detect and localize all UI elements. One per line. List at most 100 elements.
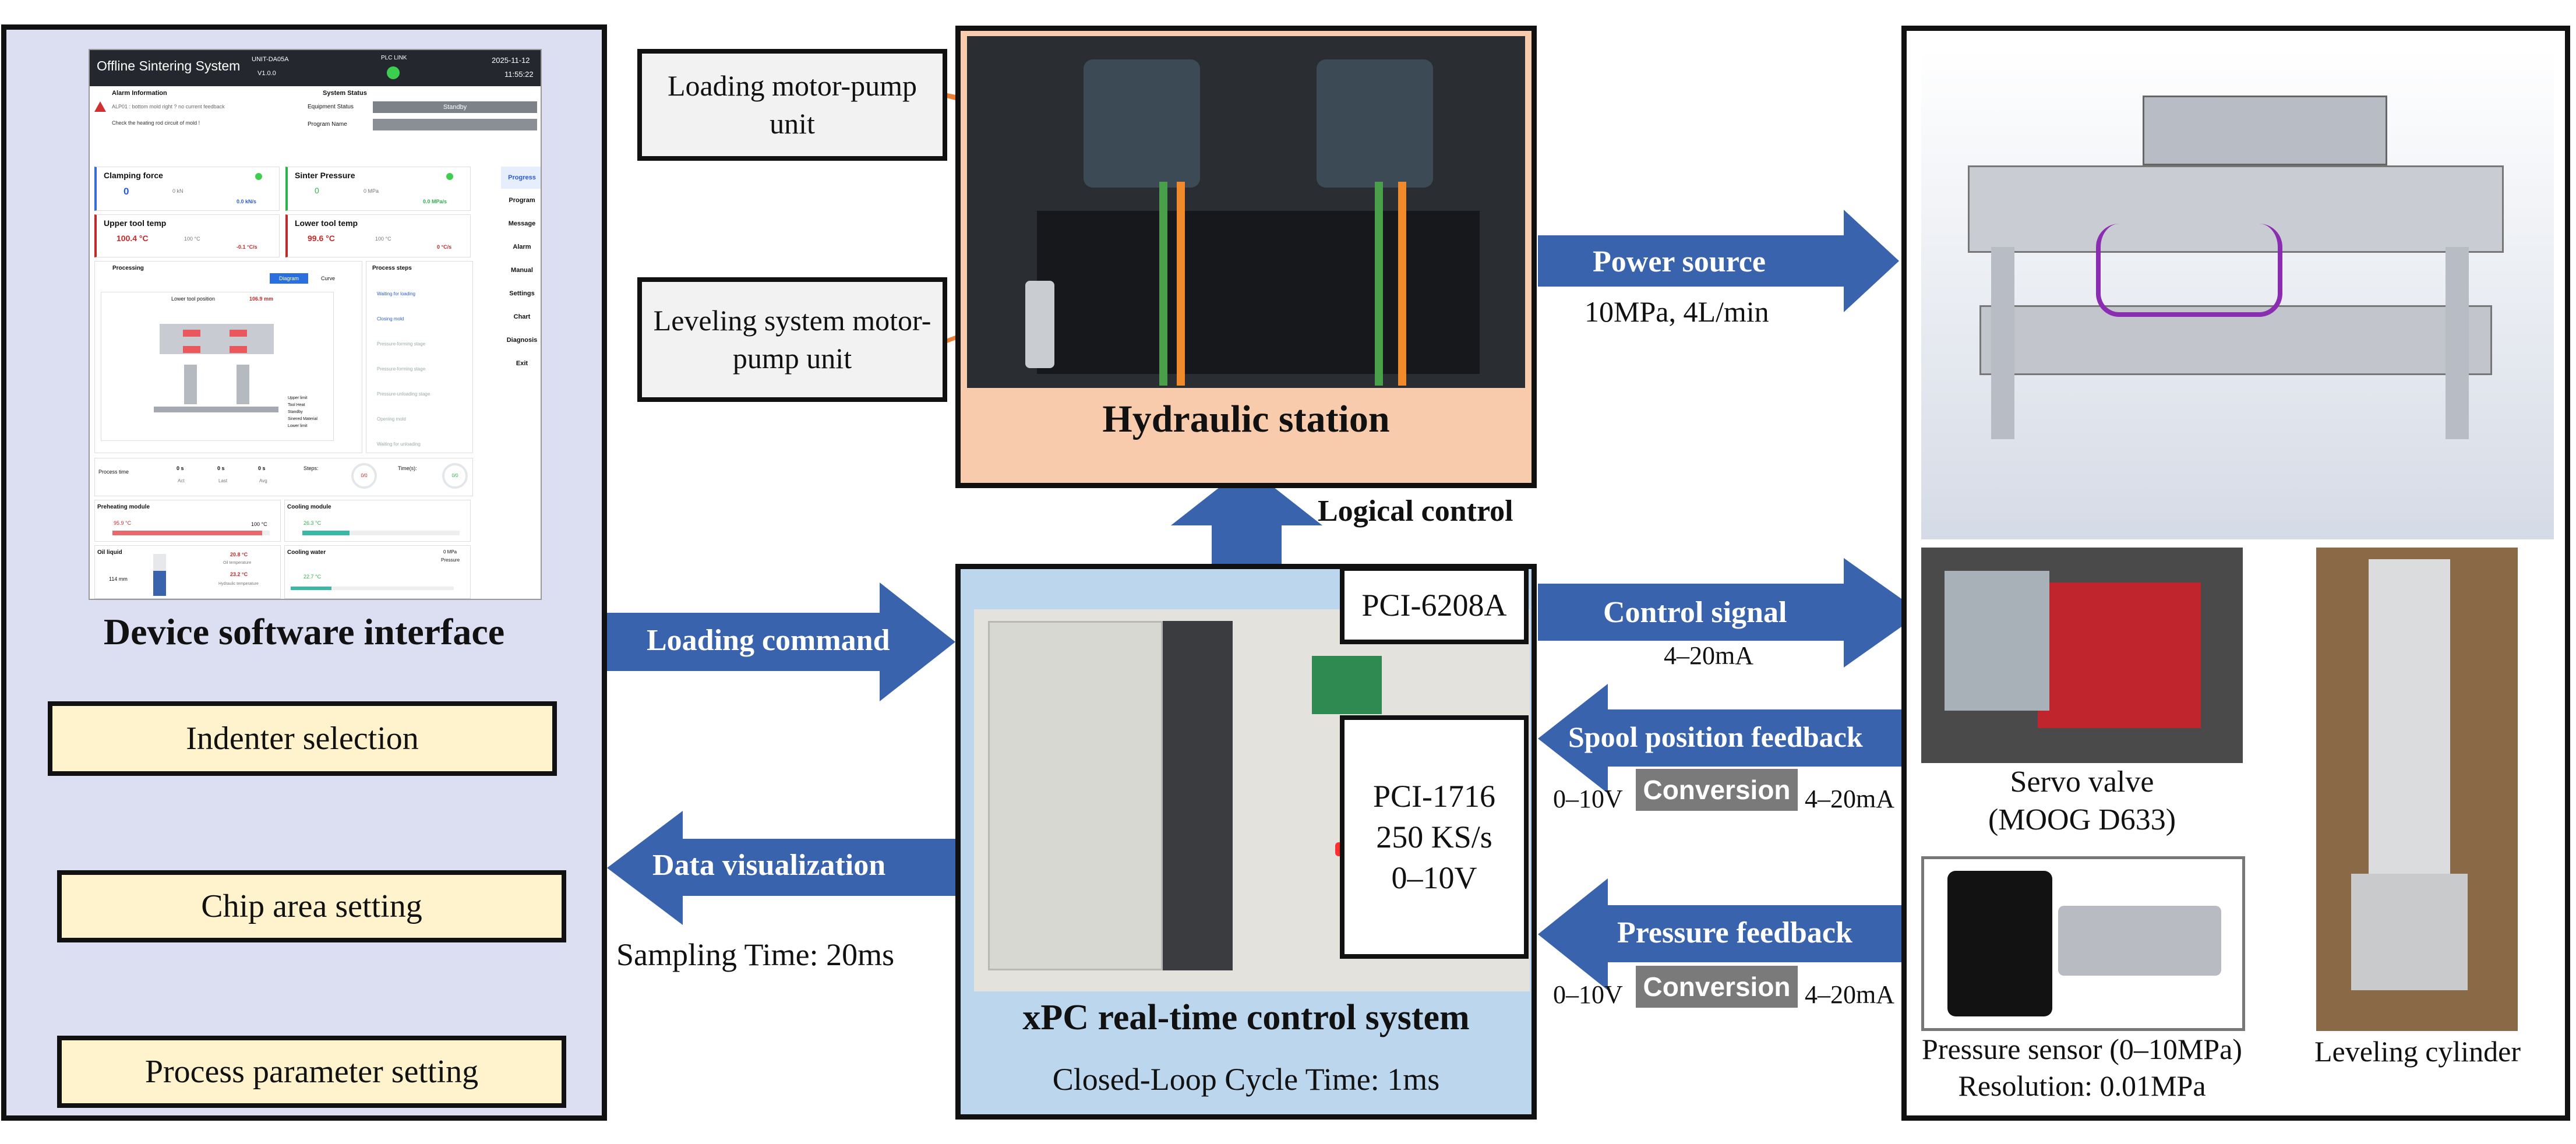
spool-feedback-arrow bbox=[1538, 684, 1905, 793]
program-name-field[interactable] bbox=[373, 119, 537, 130]
spool-feedback-label: Spool position feedback bbox=[1568, 721, 1863, 753]
cooling-module-card: Cooling module 26.3 °C bbox=[284, 500, 471, 542]
oil-temp-value: 20.8 °C bbox=[230, 552, 248, 557]
lower-tool-value: 99.6 °C bbox=[308, 234, 335, 243]
process-time-act-sub: Act bbox=[178, 478, 185, 483]
alarm-icon bbox=[94, 101, 106, 112]
process-step: Pressure-forming stage bbox=[377, 366, 426, 372]
pressure-sensor-photo bbox=[1921, 856, 2245, 1031]
ui-nav: Progress Program Message Alarm Manual Se… bbox=[501, 167, 541, 417]
cad-frame-bottom bbox=[1979, 305, 2492, 375]
times-gauge: 0/0 bbox=[442, 463, 468, 489]
diagram-legend: Upper limit Tool Heat Standby Sinered Ma… bbox=[288, 395, 317, 430]
software-ui-screenshot: Offline Sintering System UNIT-DA05A V1.0… bbox=[89, 49, 542, 600]
sinter-status-icon bbox=[446, 173, 453, 180]
nav-item-exit[interactable]: Exit bbox=[516, 360, 528, 367]
press-column-left bbox=[184, 365, 197, 404]
servo-valve-photo bbox=[1921, 548, 2243, 763]
flow-step-chip-area: Chip area setting bbox=[57, 870, 566, 942]
sinter-pressure-unit: 0 MPa bbox=[364, 188, 379, 194]
control-spec-label: 4–20mA bbox=[1664, 641, 1753, 670]
oil-tank-fill bbox=[153, 570, 166, 596]
pressure-feedback-arrow bbox=[1538, 878, 1922, 990]
closed-loop-cycle-time: Closed-Loop Cycle Time: 1ms bbox=[1052, 1062, 1440, 1097]
process-step: Pressure-unloading stage bbox=[377, 391, 430, 397]
nav-item-settings[interactable]: Settings bbox=[509, 290, 535, 297]
equipment-status-label: Equipment Status bbox=[308, 104, 354, 110]
upper-tool-card: Upper tool temp 100.4 °C 100 °C -0.1 °C/… bbox=[94, 214, 280, 257]
press-cad-model bbox=[1921, 49, 2554, 539]
pressure-sensor-label: Pressure sensor (0–10MPa) Resolution: 0.… bbox=[1901, 1031, 2263, 1104]
pressure-range-left: 0–10V bbox=[1553, 980, 1623, 1009]
cooling-module-bar-track bbox=[302, 531, 460, 535]
pressure-range-right: 4–20mA bbox=[1805, 980, 1894, 1009]
servo-valve-label: Servo valve (MOOG D633) bbox=[1921, 763, 2243, 839]
cad-hoses bbox=[2096, 224, 2282, 317]
spool-conversion-box: Conversion bbox=[1636, 769, 1798, 811]
process-time-avg: 0 s bbox=[258, 465, 266, 471]
cylinder-rod bbox=[2369, 559, 2450, 885]
clamping-status-icon bbox=[255, 173, 262, 180]
pump-motor-right bbox=[1317, 59, 1433, 188]
ui-plc-label: PLC LINK bbox=[381, 55, 407, 61]
upper-tool-rate: -0.1 °C/s bbox=[237, 244, 257, 250]
power-source-arrow bbox=[1538, 210, 1899, 312]
process-step: Closing mold bbox=[377, 316, 404, 322]
oil-tank-gauge bbox=[153, 554, 166, 596]
lower-tool-position-label: Lower tool position bbox=[171, 296, 216, 302]
sinter-pressure-card: Sinter Pressure 0 0 MPa 0.0 MPa/s bbox=[285, 167, 471, 211]
oil-temp2-note: Hydraulic temperature bbox=[218, 582, 259, 586]
nav-item-message[interactable]: Message bbox=[508, 220, 536, 227]
cooling-water-card: Cooling water 0 MPa Pressure 22.7 °C bbox=[284, 545, 471, 599]
control-signal-arrow bbox=[1538, 558, 1921, 668]
loading-command-label: Loading command bbox=[647, 624, 890, 657]
cable-orange-1 bbox=[1177, 182, 1185, 386]
nav-item-diagnosis[interactable]: Diagnosis bbox=[506, 337, 538, 344]
legend-item: Tool Heat bbox=[288, 403, 305, 407]
pressure-sensor-resolution: Resolution: 0.01MPa bbox=[1958, 1069, 2206, 1102]
process-time-act: 0 s bbox=[177, 465, 184, 471]
hydraulic-station-caption: Hydraulic station bbox=[1102, 398, 1390, 440]
oil-liquid-label: Oil liquid bbox=[97, 549, 122, 556]
cooling-module-label: Cooling module bbox=[287, 504, 331, 510]
nav-item-manual[interactable]: Manual bbox=[511, 267, 533, 274]
cable-orange-2 bbox=[1398, 182, 1406, 386]
diagram-tab[interactable]: Diagram bbox=[270, 273, 308, 284]
spool-range-left: 0–10V bbox=[1553, 785, 1623, 813]
terminal-board bbox=[1312, 656, 1382, 714]
legend-item: Lower limit bbox=[288, 424, 308, 428]
plc-status-icon bbox=[387, 66, 400, 79]
cad-leg-right bbox=[2446, 247, 2469, 439]
logical-control-label: Logical control bbox=[1318, 495, 1513, 528]
machine-diagram: Lower tool position 106.9 mm Upper limit… bbox=[101, 292, 334, 441]
process-step: Waiting for loading bbox=[377, 291, 415, 296]
cooling-water-label: Cooling water bbox=[287, 549, 326, 556]
pump-motor-left bbox=[1084, 59, 1200, 188]
leveling-cylinder-photo bbox=[2316, 548, 2518, 1031]
cooling-water-bar-fill bbox=[291, 587, 331, 590]
control-signal-label: Control signal bbox=[1603, 596, 1787, 629]
process-step: Opening mold bbox=[377, 416, 406, 422]
sampling-time-label: Sampling Time: 20ms bbox=[616, 937, 895, 972]
system-status-header: System Status bbox=[323, 90, 367, 97]
oil-temp-note: Oil temperature bbox=[223, 561, 252, 565]
sinter-pressure-label: Sinter Pressure bbox=[295, 171, 355, 180]
logical-control-arrow bbox=[1171, 466, 1322, 566]
ui-version: V1.0.0 bbox=[257, 70, 276, 77]
curve-tab[interactable]: Curve bbox=[320, 276, 335, 281]
cad-frame-top bbox=[1968, 165, 2504, 253]
process-steps-list: Waiting for loading Closing mold Pressur… bbox=[377, 281, 430, 457]
ui-time: 11:55:22 bbox=[504, 70, 534, 79]
cooling-water-bar-track bbox=[291, 587, 454, 590]
nav-item-chart[interactable]: Chart bbox=[513, 313, 531, 320]
preheating-bar-track bbox=[112, 531, 270, 535]
legend-item: Standby bbox=[288, 410, 303, 414]
nav-item-program[interactable]: Program bbox=[509, 197, 535, 204]
legend-item: Upper limit bbox=[288, 396, 308, 400]
pressure-conversion-box: Conversion bbox=[1636, 966, 1798, 1008]
cooling-water-pressure: 0 MPa bbox=[443, 549, 457, 555]
preheating-card: Preheating module 95.9 °C 100 °C bbox=[94, 500, 281, 542]
nav-item-alarm[interactable]: Alarm bbox=[513, 243, 531, 250]
cylinder-base bbox=[2351, 874, 2468, 990]
nav-item-progress[interactable]: Progress bbox=[501, 167, 541, 189]
